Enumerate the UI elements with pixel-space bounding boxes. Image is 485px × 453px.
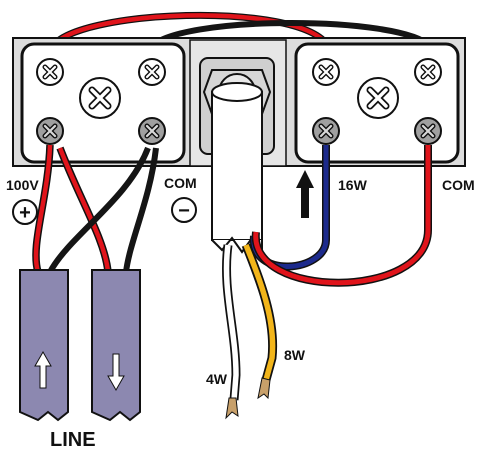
screw-icon	[80, 78, 120, 118]
label-left-com: COM	[164, 175, 197, 191]
screw-icon	[415, 59, 441, 85]
arrow-down-icon	[107, 353, 125, 392]
cable-sleeve	[211, 82, 263, 254]
minus-sign: −	[178, 200, 190, 222]
primary-terminal-block	[20, 42, 186, 164]
plus-sign: +	[19, 202, 31, 224]
screw-icon	[313, 118, 339, 144]
label-8w: 8W	[284, 347, 306, 363]
line-sleeve-right	[91, 269, 141, 422]
arrow-up-icon	[34, 350, 52, 389]
minus-circle-icon: −	[171, 197, 197, 223]
label-100v: 100V	[6, 177, 39, 193]
arrow-up-icon	[296, 170, 314, 218]
label-line: LINE	[50, 429, 96, 451]
screw-icon	[358, 78, 398, 118]
label-right-com: COM	[442, 177, 475, 193]
secondary-terminal-block	[294, 42, 460, 164]
screw-icon	[415, 118, 441, 144]
screw-icon	[37, 118, 63, 144]
screw-icon	[313, 59, 339, 85]
label-16w: 16W	[338, 177, 368, 193]
plus-circle-icon: +	[12, 199, 38, 225]
line-sleeve-left	[19, 269, 69, 422]
top-wires	[48, 11, 433, 51]
label-4w: 4W	[206, 371, 228, 387]
screw-icon	[37, 59, 63, 85]
line-wires	[32, 144, 159, 274]
screw-icon	[139, 118, 165, 144]
screw-icon	[139, 59, 165, 85]
